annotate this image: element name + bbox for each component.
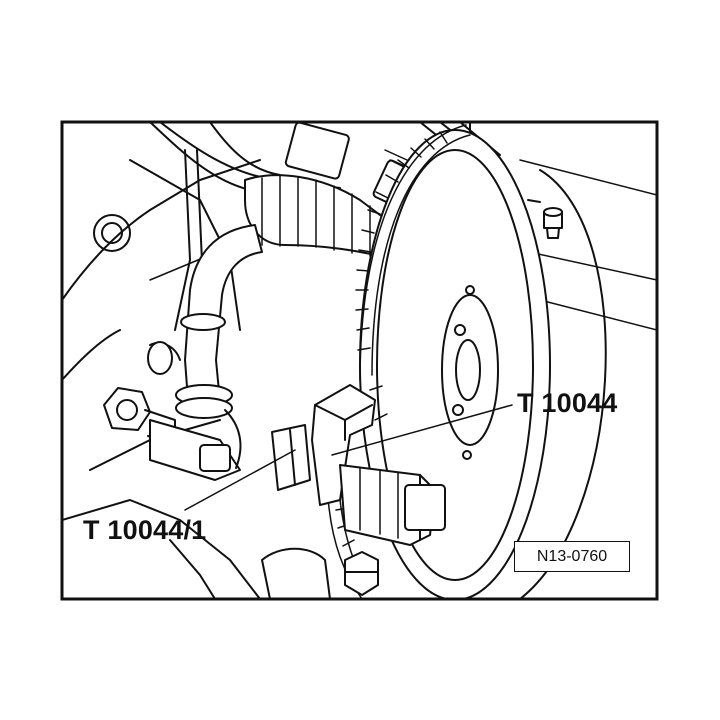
leader-line-tool-main bbox=[331, 404, 513, 456]
leader-line-tool-secondary bbox=[184, 449, 296, 511]
figure-frame bbox=[60, 120, 659, 601]
engine-block-outline bbox=[62, 159, 657, 599]
reference-code: N13-0760 bbox=[536, 547, 608, 565]
lower-hose bbox=[169, 539, 331, 599]
coolant-pipe bbox=[175, 224, 263, 419]
plug-connector bbox=[147, 341, 242, 481]
reference-code-box: N13-0760 bbox=[514, 541, 630, 572]
callout-tool-secondary: T 10044/1 bbox=[83, 515, 207, 545]
dowel-pin bbox=[527, 199, 563, 239]
callout-tool-main: T 10044 bbox=[517, 388, 618, 418]
spacer-tool bbox=[271, 424, 311, 491]
locking-tool bbox=[311, 384, 446, 546]
hex-nut-bottom bbox=[344, 551, 379, 596]
